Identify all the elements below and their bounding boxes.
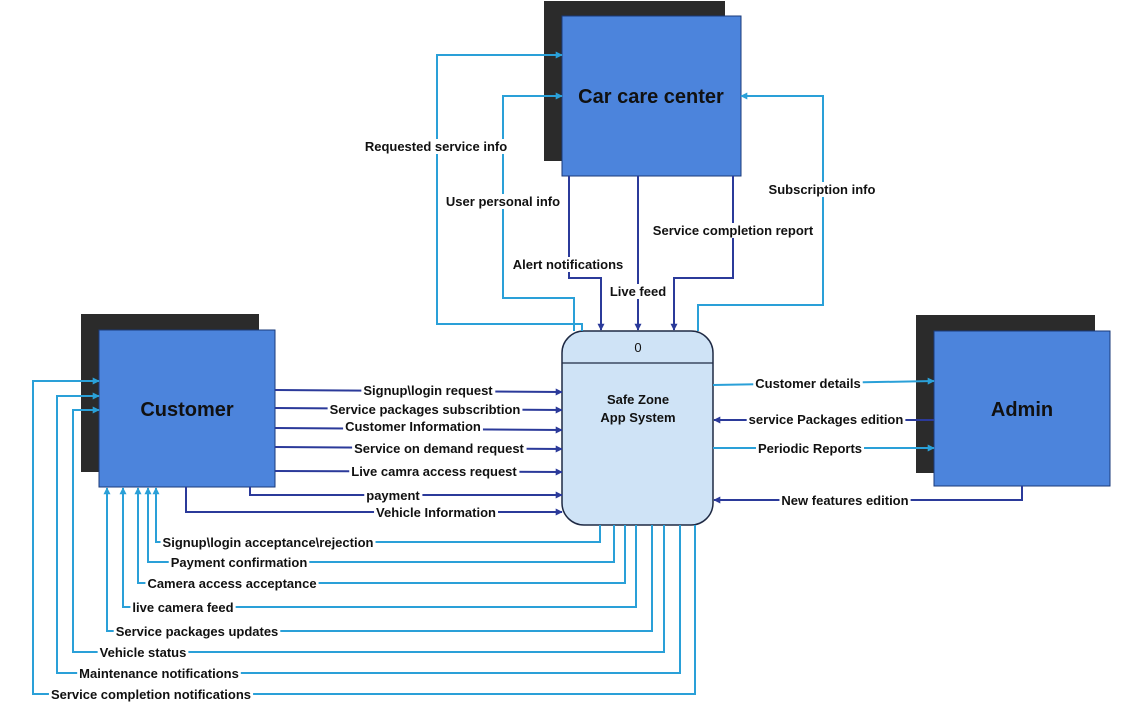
flow-label: Live feed bbox=[610, 284, 666, 299]
flow-label: Service on demand request bbox=[354, 441, 524, 456]
flow-payment-confirmation-line bbox=[144, 487, 615, 563]
entity-label: Customer bbox=[140, 399, 234, 421]
flow-label-background bbox=[48, 687, 254, 702]
flow-label-background bbox=[343, 419, 483, 434]
flow-label: Service packages updates bbox=[116, 624, 279, 639]
flow-label: live camera feed bbox=[132, 600, 233, 615]
flow-live-camera-feed-line bbox=[119, 487, 637, 608]
flow-requested-service-info-line bbox=[436, 51, 583, 331]
process-name-line2: App System bbox=[600, 410, 675, 425]
flow-labels: Requested service info User personal inf… bbox=[48, 139, 911, 702]
entity-label: Car care center bbox=[578, 86, 724, 108]
flow-label-background bbox=[77, 666, 241, 681]
flow-label: New features edition bbox=[781, 493, 908, 508]
flow-label-background bbox=[352, 441, 527, 456]
flow-service-completion-report-line bbox=[670, 176, 734, 331]
flow-label: Signup\login acceptance\rejection bbox=[163, 535, 374, 550]
flow-label-background bbox=[766, 182, 878, 197]
flow-label-background bbox=[364, 488, 423, 503]
flow-label: service Packages edition bbox=[749, 412, 904, 427]
flow-user-personal-info-line bbox=[502, 92, 575, 331]
process-box bbox=[561, 330, 714, 526]
flow-label: Service completion notifications bbox=[51, 687, 251, 702]
entity-admin: Admin bbox=[916, 315, 1111, 487]
flow-label: Requested service info bbox=[365, 139, 507, 154]
flow-label-background bbox=[374, 505, 499, 520]
flow-label-background bbox=[113, 624, 281, 639]
flow-label: Maintenance notifications bbox=[79, 666, 239, 681]
flow-service-packages-updates-line bbox=[103, 487, 653, 632]
flow-label-background bbox=[349, 464, 520, 479]
flow-label-background bbox=[510, 257, 626, 272]
process-id: 0 bbox=[634, 340, 641, 355]
flow-label: Service completion report bbox=[653, 223, 814, 238]
entity-label: Admin bbox=[991, 399, 1053, 421]
flow-label: Vehicle status bbox=[100, 645, 187, 660]
process-name-line1: Safe Zone bbox=[607, 392, 669, 407]
flow-label-background bbox=[779, 493, 911, 508]
flow-label-background bbox=[755, 441, 865, 456]
flow-maintenance-notifications-line bbox=[56, 392, 681, 674]
flows-customer-out bbox=[32, 377, 696, 695]
flow-signup-login-acceptance-line bbox=[152, 487, 601, 543]
flow-label: Live camra access request bbox=[351, 464, 517, 479]
flow-label: Subscription info bbox=[769, 182, 876, 197]
flow-label: Signup\login request bbox=[363, 383, 493, 398]
flow-label-background bbox=[746, 412, 906, 427]
flow-label-background bbox=[160, 535, 376, 550]
flows-car-care bbox=[436, 51, 824, 331]
entity-customer: Customer bbox=[81, 314, 276, 488]
flow-camera-access-acceptance-line bbox=[134, 487, 626, 584]
flow-label-background bbox=[753, 376, 863, 391]
flow-label-background bbox=[130, 600, 236, 615]
flow-label: Periodic Reports bbox=[758, 441, 862, 456]
flow-label-background bbox=[145, 576, 319, 591]
flow-label: payment bbox=[366, 488, 420, 503]
flow-label: Payment confirmation bbox=[171, 555, 308, 570]
entity-car-care-center: Car care center bbox=[544, 1, 742, 177]
flow-label-background bbox=[168, 555, 310, 570]
flow-label: User personal info bbox=[446, 194, 560, 209]
flow-label: Vehicle Information bbox=[376, 505, 496, 520]
process-safe-zone: 0 Safe Zone App System bbox=[561, 330, 714, 526]
flow-label-background bbox=[607, 284, 669, 299]
flow-label: Alert notifications bbox=[513, 257, 624, 272]
flow-label-background bbox=[327, 402, 523, 417]
entity-box bbox=[561, 15, 742, 177]
flow-label: Camera access acceptance bbox=[147, 576, 316, 591]
flow-payment-line bbox=[249, 487, 563, 499]
flow-label: Customer details bbox=[755, 376, 860, 391]
flow-vehicle-status-line bbox=[72, 406, 665, 653]
flow-label-background bbox=[443, 194, 563, 209]
flow-subscription-info-line bbox=[697, 92, 824, 331]
flow-label-background bbox=[361, 383, 496, 398]
flow-label-background bbox=[650, 223, 816, 238]
flow-label: Service packages subscribtion bbox=[330, 402, 521, 417]
flow-label-background bbox=[362, 139, 510, 154]
flow-alert-notifications-line bbox=[568, 176, 605, 331]
flow-label-background bbox=[97, 645, 189, 660]
flow-label: Customer Information bbox=[345, 419, 481, 434]
flow-service-completion-notifications-line bbox=[32, 377, 696, 695]
